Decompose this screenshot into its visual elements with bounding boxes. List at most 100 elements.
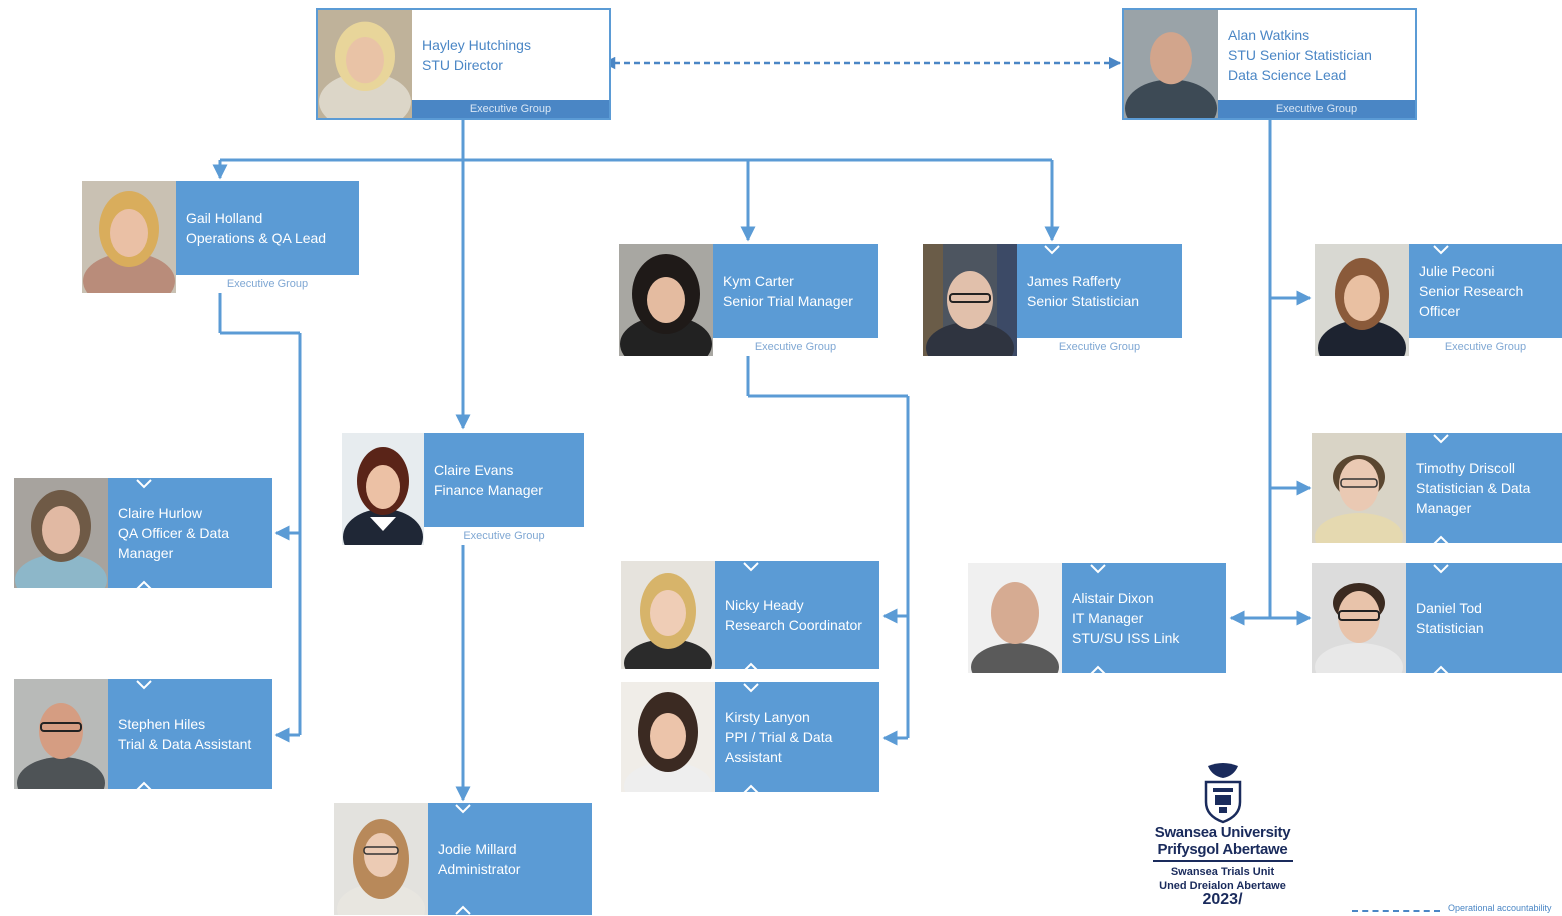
name-claire-hurlow: Claire Hurlow — [118, 505, 203, 521]
chevron-down-icon — [136, 478, 152, 494]
logo-unit-welsh: Uned Dreialon Abertawe — [1159, 880, 1286, 892]
photo-kirsty-lanyon — [621, 682, 715, 792]
group-label-james-rafferty: Executive Group — [1017, 337, 1182, 356]
legend-dashed-line — [1352, 910, 1440, 912]
role-alan-watkins-1: STU Senior Statistician — [1228, 47, 1372, 63]
role-claire-hurlow-1: QA Officer & Data — [118, 525, 230, 541]
logo-divider — [1152, 860, 1293, 862]
logo-year: 2023/ — [1202, 891, 1243, 908]
chevron-up-icon — [455, 900, 471, 916]
role-jodie-millard: Administrator — [438, 861, 521, 877]
photo-stephen-hiles — [14, 679, 108, 789]
role-claire-evans: Finance Manager — [434, 482, 543, 498]
group-label-gail-holland: Executive Group — [176, 274, 359, 293]
group-label-claire-evans: Executive Group — [424, 526, 584, 545]
chevron-down-icon — [743, 682, 759, 698]
name-gail-holland: Gail Holland — [186, 210, 263, 226]
name-jodie-millard: Jodie Millard — [438, 841, 517, 857]
chevron-up-icon — [1433, 660, 1449, 676]
photo-timothy-driscoll — [1312, 433, 1406, 543]
chevron-up-icon — [743, 779, 759, 795]
logo-line-2: Prifysgol Abertawe — [1157, 841, 1288, 858]
photo-claire-hurlow — [14, 478, 108, 588]
name-daniel-tod: Daniel Tod — [1416, 600, 1482, 616]
photo-claire-evans — [342, 433, 424, 545]
chevron-up-icon — [136, 575, 152, 591]
role-timothy-driscoll-1: Statistician & Data — [1416, 480, 1531, 496]
role-kirsty-lanyon-1: PPI / Trial & Data — [725, 729, 833, 745]
group-label-alan-watkins: Executive Group — [1218, 100, 1415, 118]
name-timothy-driscoll: Timothy Driscoll — [1416, 460, 1516, 476]
name-claire-evans: Claire Evans — [434, 462, 514, 478]
photo-kym-carter — [619, 244, 713, 356]
chevron-down-icon — [1433, 433, 1449, 449]
legend-label: Operational accountability — [1448, 903, 1552, 913]
logo-unit-english: Swansea Trials Unit — [1170, 866, 1275, 878]
name-kirsty-lanyon: Kirsty Lanyon — [725, 709, 810, 725]
legend: Operational accountability — [1352, 903, 1562, 915]
role-timothy-driscoll-2: Manager — [1416, 500, 1472, 516]
photo-daniel-tod — [1312, 563, 1406, 673]
photo-alan-watkins — [1124, 10, 1218, 118]
role-gail-holland: Operations & QA Lead — [186, 230, 327, 246]
role-james-rafferty: Senior Statistician — [1027, 293, 1140, 309]
photo-gail-holland — [82, 181, 176, 293]
name-alistair-dixon: Alistair Dixon — [1072, 590, 1154, 606]
role-alan-watkins-2: Data Science Lead — [1228, 67, 1347, 83]
photo-nicky-heady — [621, 561, 715, 669]
name-kym-carter: Kym Carter — [723, 273, 794, 289]
chevron-down-icon — [1433, 563, 1449, 579]
role-alistair-dixon-2: STU/SU ISS Link — [1072, 630, 1180, 646]
chevron-up-icon — [136, 776, 152, 792]
chevron-down-icon — [455, 803, 471, 819]
chevron-down-icon — [1090, 563, 1106, 579]
name-hayley-hutchings: Hayley Hutchings — [422, 37, 531, 53]
chevron-down-icon — [1433, 244, 1449, 260]
role-daniel-tod: Statistician — [1416, 620, 1484, 636]
photo-hayley-hutchings — [318, 10, 412, 118]
logo-line-1: Swansea University — [1154, 824, 1291, 841]
role-alistair-dixon-1: IT Manager — [1072, 610, 1144, 626]
name-stephen-hiles: Stephen Hiles — [118, 716, 206, 732]
role-hayley-hutchings: STU Director — [422, 57, 503, 73]
name-nicky-heady: Nicky Heady — [725, 597, 804, 613]
name-james-rafferty: James Rafferty — [1027, 273, 1121, 289]
name-alan-watkins: Alan Watkins — [1228, 27, 1310, 43]
group-label-kym-carter: Executive Group — [713, 337, 878, 356]
university-crest-icon — [1204, 763, 1241, 824]
chevron-down-icon — [1044, 244, 1060, 260]
name-julie-peconi: Julie Peconi — [1419, 263, 1495, 279]
role-kirsty-lanyon-2: Assistant — [725, 749, 782, 765]
chevron-down-icon — [743, 561, 759, 577]
photo-jodie-millard — [334, 803, 428, 915]
chevron-up-icon — [1090, 660, 1106, 676]
swansea-university-logo: Swansea University Prifysgol Abertawe Sw… — [1140, 762, 1305, 915]
photo-james-rafferty — [923, 244, 1017, 356]
role-nicky-heady: Research Coordinator — [725, 617, 862, 633]
photo-julie-peconi — [1315, 244, 1409, 356]
photo-alistair-dixon — [968, 563, 1062, 673]
role-julie-peconi-2: Officer — [1419, 303, 1460, 319]
role-kym-carter: Senior Trial Manager — [723, 293, 853, 309]
chevron-up-icon — [743, 657, 759, 673]
